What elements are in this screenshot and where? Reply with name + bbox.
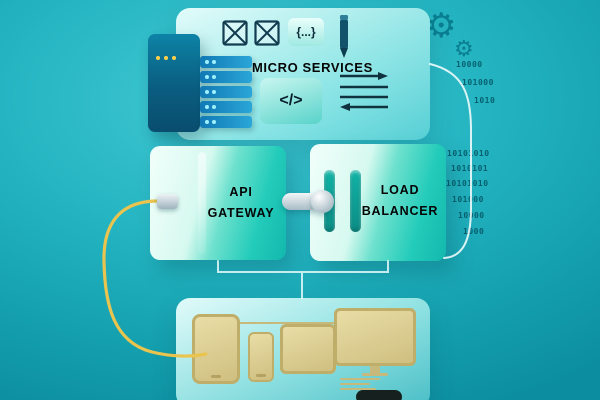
- server-unit: [200, 101, 252, 113]
- binary-text: 101000: [462, 78, 494, 87]
- text-line: [340, 378, 380, 380]
- binary-text: 1000: [463, 227, 485, 236]
- text-lines-arrows-icon: [340, 72, 388, 111]
- binary-text: 10000: [456, 60, 483, 69]
- binary-text: 101000: [452, 195, 484, 204]
- tablet-landscape-icon: [280, 324, 336, 374]
- server-unit: [200, 116, 252, 128]
- phone-icon: [248, 332, 274, 382]
- server-unit: [200, 86, 252, 98]
- monitor-base: [362, 373, 388, 376]
- server-unit: [200, 71, 252, 83]
- tower-status-lights: [156, 56, 176, 60]
- device-link-line: [238, 322, 336, 324]
- server-rack-icon: [200, 56, 252, 131]
- text-line: [340, 388, 376, 390]
- image-placeholder-icon: [222, 20, 248, 46]
- bracket-line: [217, 260, 389, 299]
- gear-icon: ⚙: [426, 7, 457, 45]
- pipe-connector: [282, 193, 318, 210]
- braces-icon: {...}: [288, 18, 324, 46]
- microservices-title: MICRO SERVICES: [252, 60, 373, 75]
- monitor-icon: [334, 308, 416, 366]
- pencil-icon: [340, 15, 348, 58]
- server-unit: [200, 56, 252, 68]
- balancer-slot: [350, 170, 361, 232]
- text-line: [340, 383, 370, 385]
- cable-plug: [157, 194, 178, 209]
- load-balancer-label: LOAD BALANCER: [361, 183, 439, 219]
- device-label-pill: [356, 390, 402, 400]
- api-gateway-label: API GATEWAY: [207, 185, 275, 221]
- tablet-icon: [192, 314, 240, 384]
- server-tower-icon: [148, 34, 200, 132]
- binary-text: 1010101: [451, 164, 489, 173]
- gear-icon-small: ⚙: [454, 36, 474, 61]
- code-icon: </>: [260, 78, 322, 124]
- home-button: [211, 375, 221, 378]
- image-placeholder-icon: [254, 20, 280, 46]
- binary-text: 1010: [474, 96, 496, 105]
- binary-text: 10000: [458, 211, 485, 220]
- pipe-joint: [311, 190, 334, 213]
- home-button: [256, 374, 266, 377]
- devices-panel: [176, 298, 430, 400]
- binary-text: 10101010: [447, 149, 490, 158]
- monitor-stand: [370, 366, 380, 373]
- binary-text: 10101010: [446, 179, 489, 188]
